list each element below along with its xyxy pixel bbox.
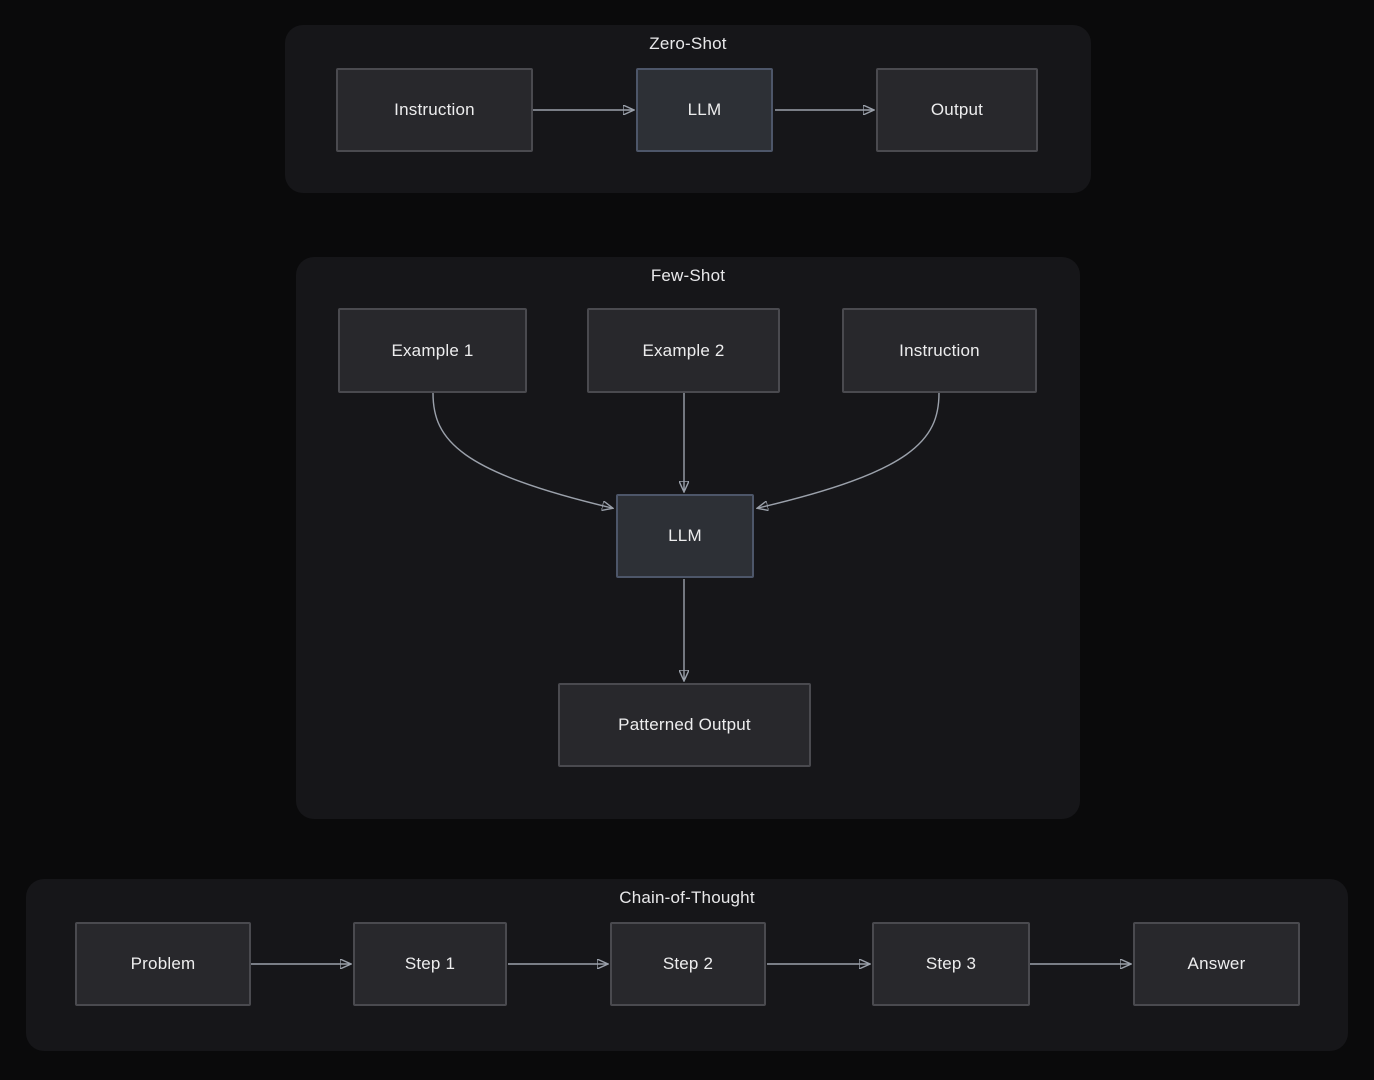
node-cot-answer: Answer [1133,922,1300,1006]
node-cot-step1: Step 1 [353,922,507,1006]
node-zeroshot-instruction: Instruction [336,68,533,152]
node-cot-step2: Step 2 [610,922,766,1006]
node-zeroshot-llm: LLM [636,68,773,152]
node-fewshot-llm: LLM [616,494,754,578]
panel-title-zero-shot: Zero-Shot [649,34,727,53]
panel-title-few-shot: Few-Shot [650,266,726,285]
panel-title-chain-of-thought: Chain-of-Thought [619,888,755,907]
node-cot-problem: Problem [75,922,251,1006]
node-zeroshot-output: Output [876,68,1038,152]
node-fewshot-instruction: Instruction [842,308,1037,393]
node-fewshot-example1: Example 1 [338,308,527,393]
node-fewshot-example2: Example 2 [587,308,780,393]
node-fewshot-patterned-output: Patterned Output [558,683,811,767]
node-cot-step3: Step 3 [872,922,1030,1006]
